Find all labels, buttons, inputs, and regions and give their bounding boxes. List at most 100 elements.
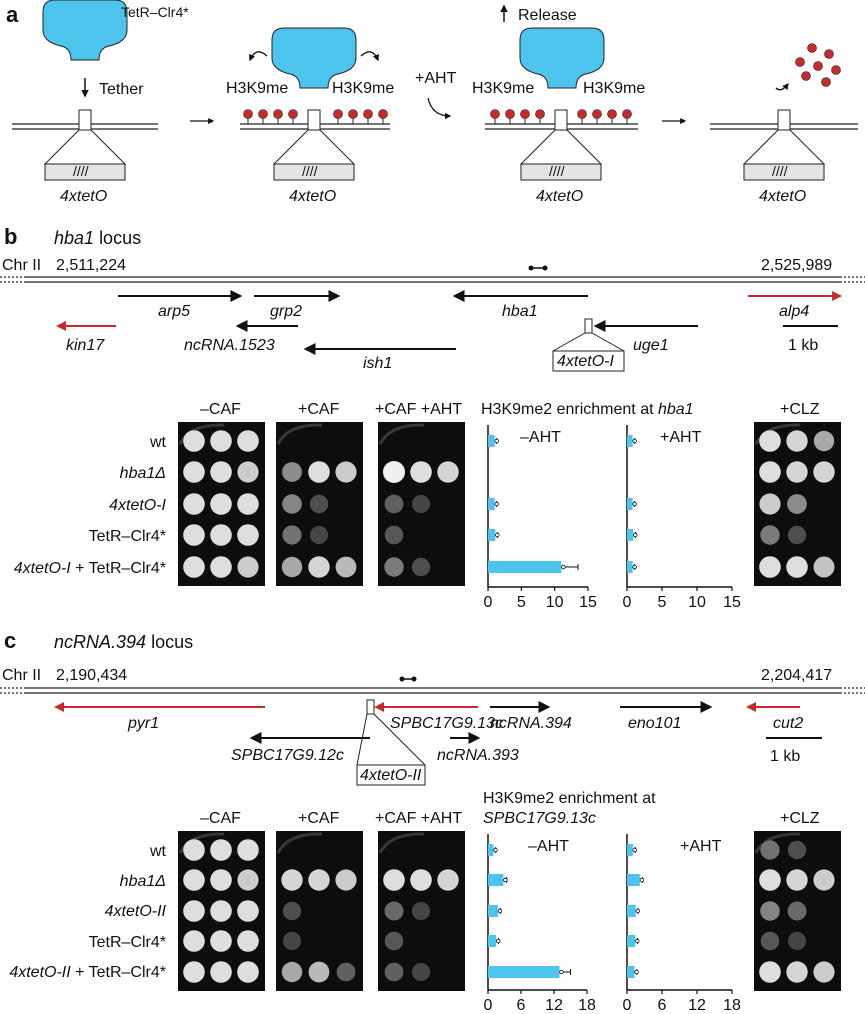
cond-label-b-3: +CAF +AHT — [375, 401, 462, 418]
yeast-spot — [282, 494, 302, 514]
repeat-marks: //// — [772, 163, 788, 179]
x-tick-label: 6 — [658, 997, 667, 1014]
strain-label-c-4: TetR–Clr4* — [89, 934, 166, 951]
yeast-spot — [210, 930, 232, 952]
chart-title-c-line1: H3K9me2 enrichment at — [483, 790, 656, 807]
strain-label-b-1: wt — [149, 434, 167, 451]
yeast-spot — [786, 961, 808, 983]
yeast-spot — [760, 840, 780, 860]
yeast-spot — [759, 461, 781, 483]
data-point — [634, 969, 639, 975]
plate-glare — [754, 423, 801, 445]
yeast-spot — [237, 961, 259, 983]
x-tick-label: 5 — [517, 594, 526, 611]
data-point — [632, 847, 638, 853]
panel-c-letter: c — [4, 628, 16, 653]
data-point — [633, 532, 638, 538]
data-point — [561, 564, 566, 570]
gene-label-eno101: eno101 — [628, 715, 681, 732]
methyl-mark — [577, 109, 587, 119]
yeast-spot — [813, 461, 835, 483]
yeast-spot — [309, 494, 329, 514]
bar — [488, 844, 494, 856]
gene-label-ncrna394: ncRNA.394 — [490, 715, 572, 732]
x-tick-label: 15 — [723, 594, 741, 611]
scale-label-b: 1 kb — [788, 337, 818, 354]
bar — [488, 874, 504, 886]
yeast-spot — [237, 900, 259, 922]
yeast-spot — [237, 493, 259, 515]
data-point — [494, 501, 499, 507]
yeast-spot — [183, 869, 205, 891]
yeast-spot — [336, 962, 356, 982]
methyl-mark — [607, 109, 617, 119]
gene-label-hba1: hba1 — [502, 303, 538, 320]
yeast-spot — [410, 869, 432, 891]
tetr-clr4-protein — [271, 27, 357, 89]
yeast-spot — [786, 869, 808, 891]
cond-label-b-4: +CLZ — [780, 401, 820, 418]
yeast-spot — [759, 556, 781, 578]
yeast-spot — [437, 869, 459, 891]
yeast-spot — [335, 461, 357, 483]
x-tick-label: 18 — [723, 997, 741, 1014]
coord-left: 2,511,224 — [56, 257, 126, 274]
yeast-spot — [183, 839, 205, 861]
scale-label-c: 1 kb — [770, 748, 800, 765]
data-point — [632, 564, 637, 570]
methyl-mark — [348, 109, 358, 119]
bar — [488, 966, 560, 978]
gene-label-pyr1: pyr1 — [127, 715, 159, 732]
release-label: Release — [518, 7, 577, 24]
data-point — [635, 908, 640, 914]
coord-right: 2,525,989 — [761, 257, 832, 274]
yeast-spot — [308, 461, 330, 483]
yeast-spot — [813, 869, 835, 891]
plate-glare — [178, 832, 225, 854]
gene-label-arp5: arp5 — [158, 303, 190, 320]
yeast-spot — [787, 931, 807, 951]
yeast-spot — [384, 901, 404, 921]
repeat-marks: //// — [549, 163, 565, 179]
bar — [627, 561, 633, 573]
yeast-spot — [308, 961, 330, 983]
data-point — [493, 847, 498, 853]
yeast-spot — [210, 524, 232, 546]
yeast-spot — [411, 962, 431, 982]
methyl-mark — [363, 109, 373, 119]
data-point — [632, 501, 637, 507]
yeast-spot — [787, 901, 807, 921]
yeast-spot — [786, 461, 808, 483]
yeast-spot — [437, 461, 459, 483]
x-tick-label: 12 — [545, 997, 563, 1014]
bar — [627, 844, 633, 856]
bar — [488, 935, 497, 947]
tether-label: Tether — [99, 81, 144, 98]
data-point — [495, 532, 500, 538]
methyl-mark — [273, 109, 283, 119]
yeast-spot — [813, 556, 835, 578]
gene-label-alp4: alp4 — [779, 303, 809, 320]
yeast-spot — [210, 461, 232, 483]
spot-plates-b — [178, 422, 841, 586]
bar — [627, 498, 633, 510]
methyl-marks-left — [490, 109, 545, 124]
x-tick-label: 0 — [484, 997, 493, 1014]
teto-insertion-c — [356, 699, 426, 786]
strain-label-b-5: 4xtetO-I + TetR–Clr4* — [14, 560, 166, 577]
panel-c-title: ncRNA.394 locus — [54, 632, 193, 652]
cond-label-c-3: +CAF +AHT — [375, 810, 462, 827]
coord-right: 2,204,417 — [761, 667, 832, 684]
plate-glare — [276, 832, 323, 854]
cond-label-b-1: –CAF — [200, 401, 241, 418]
yeast-spot — [210, 839, 232, 861]
tetr-clr4-protein — [519, 27, 605, 89]
yeast-spot — [786, 556, 808, 578]
plate-glare — [378, 423, 425, 445]
yeast-spot — [282, 931, 302, 951]
chart-subtitle: +AHT — [660, 429, 702, 446]
methyl-marks-left — [243, 109, 298, 124]
teto-label: 4xtetO — [759, 188, 806, 205]
yeast-spot — [282, 462, 302, 482]
